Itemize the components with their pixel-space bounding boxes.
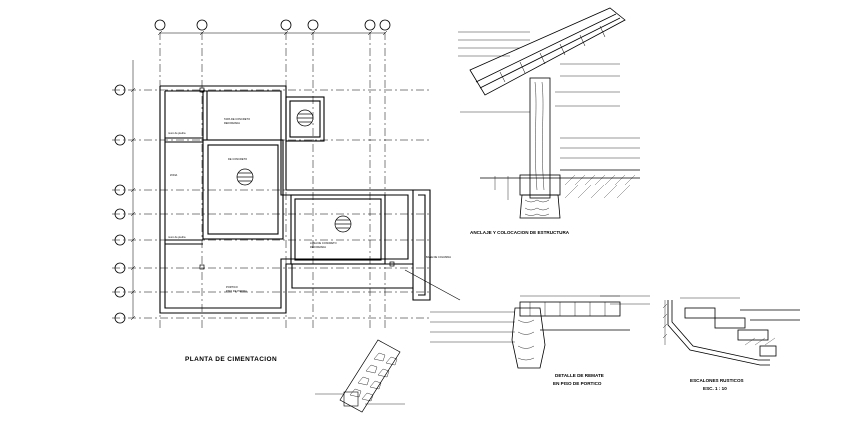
top-dimension xyxy=(157,30,388,36)
finish-detail-title-1: DETALLE DE REMATE xyxy=(555,373,604,378)
left-dimension xyxy=(130,60,136,321)
side-label-2: muro de piedra xyxy=(168,235,186,239)
finish-detail-title-2: EN PISO DE PORTICO xyxy=(553,381,602,386)
anchor-detail-title: ANCLAJE Y COLOCACION DE ESTRUCTURA xyxy=(470,230,570,235)
room-a-label-1: TAPA DE CONCRETO xyxy=(224,117,250,121)
steps-title: ESCALONES RUSTICOS xyxy=(690,378,744,383)
plan-title: PLANTA DE CIMENTACION xyxy=(185,356,277,363)
side-label-1: muro de piedra xyxy=(168,131,186,135)
grid-bubbles-top xyxy=(154,19,391,31)
room-c-label-2: REFORZADA xyxy=(310,245,326,249)
room-b-label-1: ZONA xyxy=(170,173,177,177)
grid-bubbles-left xyxy=(114,84,126,324)
rustic-steps-detail xyxy=(662,297,800,366)
plan-labels: TAPA DE CONCRETO REFORZADA ZONA DE CONCR… xyxy=(168,117,451,293)
porch-finish-detail xyxy=(430,295,650,369)
foundation-walls xyxy=(159,85,431,314)
anchor-detail xyxy=(458,7,640,219)
leader-line xyxy=(404,269,461,301)
room-b-label-2: DE CONCRETO xyxy=(228,157,247,161)
room-d-label-2: PISO DE PIEDRA xyxy=(226,289,247,293)
room-d-label-1: PORTICO xyxy=(226,285,238,289)
annotation-1: BASE DE COLUMNA xyxy=(426,255,451,259)
room-a-label-2: REFORZADA xyxy=(224,121,240,125)
grid-lines-vertical xyxy=(159,32,386,330)
room-c-label-1: LOSA DE CONCRETO xyxy=(310,241,337,245)
foundation-plan xyxy=(112,19,461,330)
column-markers xyxy=(199,87,395,270)
steps-scale: ESC. 1 : 10 xyxy=(703,386,727,391)
stone-wall-section xyxy=(315,339,405,413)
circular-footings xyxy=(236,109,352,233)
